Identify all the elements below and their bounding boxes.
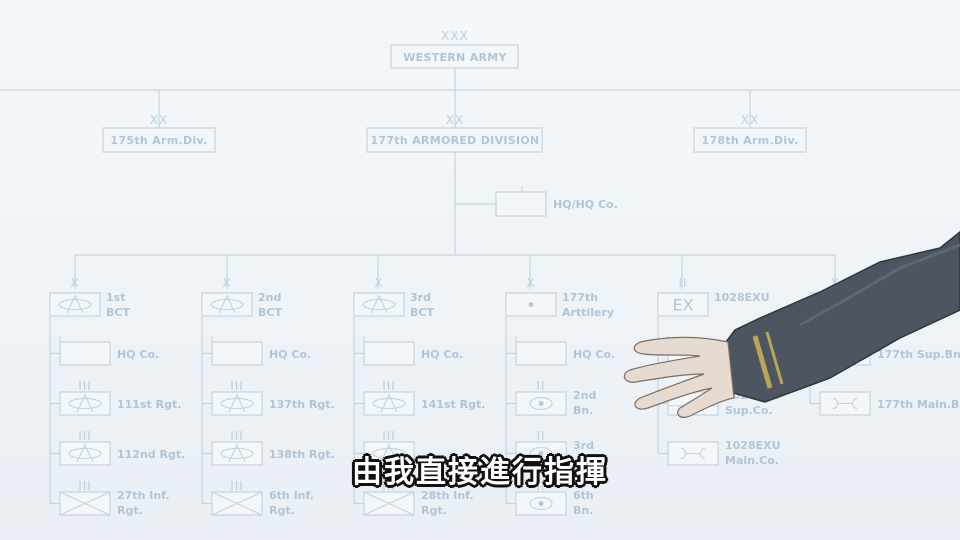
hq-company-icon — [59, 336, 111, 366]
division-echelon: XX — [150, 113, 168, 127]
unit-echelon: II — [536, 429, 545, 443]
hq-company-icon — [363, 336, 415, 366]
subtitle-caption: 由我直接進行指揮 — [352, 455, 608, 490]
armored-infantry-icon — [211, 441, 263, 466]
hq-company-icon — [211, 336, 263, 366]
army-echelon: XXX — [441, 29, 469, 43]
infantry-icon — [211, 491, 263, 516]
unit-label: 141st Rgt. — [421, 398, 485, 411]
unit-echelon: III — [230, 479, 244, 493]
column-echelon: X — [526, 276, 535, 290]
unit-echelon: III — [382, 379, 396, 393]
column-head-label: BCT — [258, 306, 282, 319]
armored-infantry-icon — [353, 292, 405, 317]
column-head-label: BCT — [410, 306, 434, 319]
column-head-label: Arttilery — [562, 306, 614, 319]
unit-label: 6th — [573, 489, 594, 502]
unit-label: HQ Co. — [573, 348, 615, 361]
artillery-icon — [505, 292, 557, 317]
unit-echelon: III — [230, 429, 244, 443]
column-head-label: BCT — [106, 306, 130, 319]
armored-infantry-icon — [201, 292, 253, 317]
unit-label: 6th Inf. — [269, 489, 314, 502]
artillery-battalion-icon — [515, 441, 567, 466]
hq-company-icon — [495, 186, 547, 217]
hq-company-icon — [515, 336, 567, 366]
unit-echelon: III — [382, 429, 396, 443]
division-box — [102, 127, 216, 153]
connector-lines — [0, 68, 960, 289]
unit-echelon: III — [382, 479, 396, 493]
division-echelon: XX — [446, 113, 464, 127]
division-echelon: XX — [741, 113, 759, 127]
division-box — [366, 127, 543, 153]
column-head-label: 3rd — [410, 291, 431, 304]
unit-label: Rgt. — [269, 504, 295, 517]
division-box — [693, 127, 807, 153]
unit-label: 111st Rgt. — [117, 398, 181, 411]
artillery-battalion-icon — [515, 391, 567, 416]
artillery-battalion-icon — [515, 491, 567, 516]
column-echelon: X — [222, 276, 231, 290]
army-box — [390, 44, 519, 69]
ex-unit-icon: EX — [657, 292, 709, 317]
unit-label: HQ Co. — [421, 348, 463, 361]
unit-label: Rgt. — [117, 504, 143, 517]
unit-label: 112nd Rgt. — [117, 448, 185, 461]
unit-label: 138th Rgt. — [269, 448, 335, 461]
armored-infantry-icon — [211, 391, 263, 416]
division-name: 178th Arm.Div. — [701, 134, 798, 147]
unit-label: 2nd — [573, 389, 596, 402]
armored-infantry-icon — [59, 391, 111, 416]
armored-infantry-icon — [49, 292, 101, 317]
infantry-icon — [363, 491, 415, 516]
unit-label: 1028EXU — [725, 439, 781, 452]
unit-label: HQ Co. — [117, 348, 159, 361]
unit-echelon: II — [536, 479, 545, 493]
armored-infantry-icon — [59, 441, 111, 466]
unit-label: 3rd — [573, 439, 594, 452]
armored-infantry-icon — [363, 441, 415, 466]
unit-echelon: III — [78, 479, 92, 493]
unit-echelon: III — [78, 429, 92, 443]
unit-label: 177th Main.Bn. — [877, 398, 960, 411]
column-head-label: 177th — [562, 291, 598, 304]
column-echelon: X — [70, 276, 79, 290]
army-name: WESTERN ARMY — [403, 51, 507, 64]
division-name: 175th Arm.Div. — [110, 134, 207, 147]
column-echelon: X — [374, 276, 383, 290]
infantry-icon — [59, 491, 111, 516]
column-head-label: 2nd — [258, 291, 281, 304]
unit-echelon: III — [230, 379, 244, 393]
unit-label: Rgt. — [421, 504, 447, 517]
unit-label: 28th Inf. — [421, 489, 474, 502]
unit-echelon: III — [78, 379, 92, 393]
ex-icon-text: EX — [672, 296, 693, 315]
unit-label: Bn. — [573, 404, 593, 417]
column-head-label: 1028EXU — [714, 291, 770, 304]
column-head-label: 1st — [106, 291, 125, 304]
unit-label: Sup.Co. — [725, 404, 773, 417]
unit-echelon: II — [536, 379, 545, 393]
division-name: 177th ARMORED DIVISION — [370, 134, 539, 147]
reaching-hand-illustration — [623, 231, 960, 418]
unit-label: 137th Rgt. — [269, 398, 335, 411]
hq-label: HQ/HQ Co. — [553, 198, 618, 211]
maintenance-icon — [819, 391, 871, 416]
armored-infantry-icon — [363, 391, 415, 416]
column-echelon: II — [678, 276, 687, 290]
unit-label: Bn. — [573, 504, 593, 517]
unit-label: HQ Co. — [269, 348, 311, 361]
unit-label: Main.Co. — [725, 454, 779, 467]
column-echelon: X — [830, 276, 839, 290]
unit-label: 27th Inf. — [117, 489, 170, 502]
maintenance-icon — [667, 441, 719, 466]
unit-label: 177th Sup.Bn. — [877, 348, 960, 361]
